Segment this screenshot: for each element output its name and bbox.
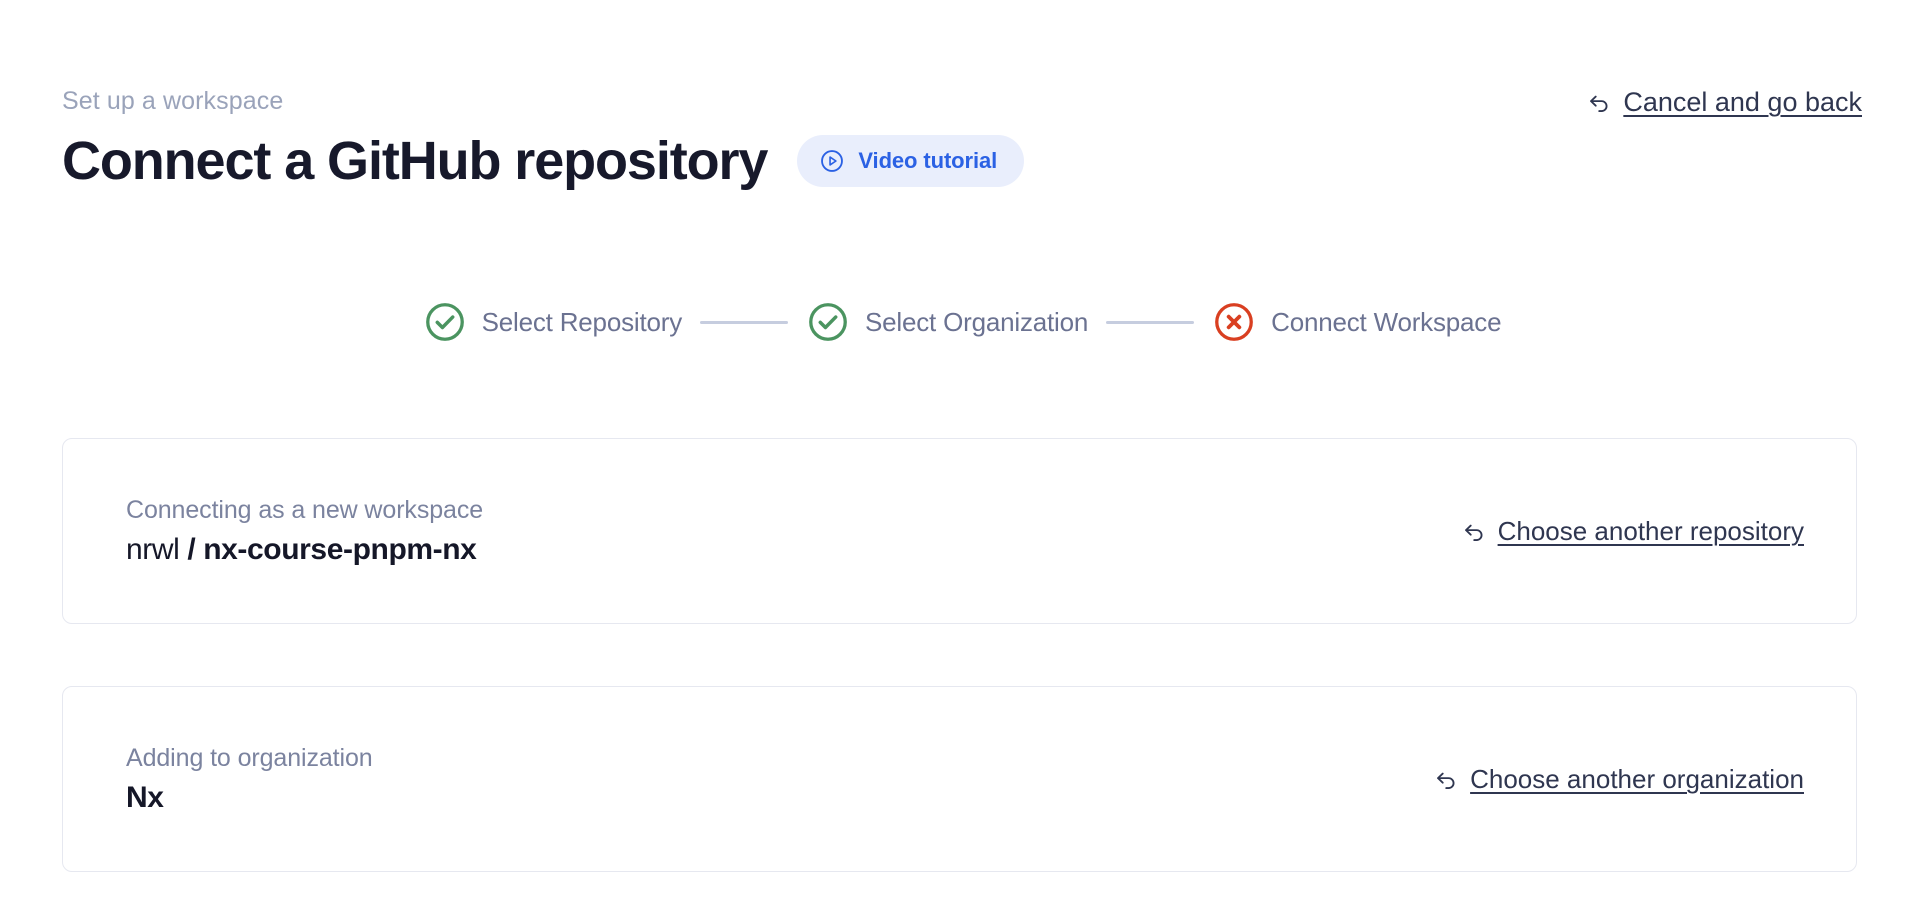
page-title: Connect a GitHub repository [62, 131, 768, 191]
choose-another-repository-link[interactable]: Choose another repository [1461, 515, 1804, 547]
repository-owner: nrwl [126, 532, 180, 566]
arrow-uturn-left-icon [1433, 766, 1459, 792]
step-select-organization[interactable]: Select Organization [806, 300, 1088, 344]
repository-card: Connecting as a new workspace nrwl / nx-… [62, 438, 1857, 624]
repository-card-value: nrwl / nx-course-pnpm-nx [126, 532, 483, 568]
cancel-and-go-back-label: Cancel and go back [1623, 87, 1862, 117]
step-label: Select Organization [865, 307, 1089, 337]
repository-card-caption: Connecting as a new workspace [126, 495, 484, 524]
step-connector [700, 320, 789, 324]
video-tutorial-button[interactable]: Video tutorial [797, 135, 1025, 187]
page-header: Set up a workspace Connect a GitHub repo… [62, 86, 1862, 192]
progress-stepper: Select Repository Select Organization Co… [0, 300, 1924, 344]
choose-another-organization-link[interactable]: Choose another organization [1433, 763, 1804, 795]
step-select-repository[interactable]: Select Repository [423, 300, 682, 344]
cancel-and-go-back-link[interactable]: Cancel and go back [1586, 86, 1862, 118]
repository-card-text: Connecting as a new workspace nrwl / nx-… [126, 495, 483, 568]
organization-card-text: Adding to organization Nx [126, 743, 373, 816]
step-connect-workspace[interactable]: Connect Workspace [1212, 300, 1502, 344]
arrow-uturn-left-icon [1586, 89, 1612, 115]
x-circle-icon [1212, 300, 1256, 344]
video-tutorial-label: Video tutorial [858, 148, 998, 173]
check-circle-icon [806, 300, 850, 344]
step-connector [1106, 320, 1195, 324]
repository-separator: / [187, 532, 196, 566]
step-label: Select Repository [481, 307, 683, 337]
choose-another-organization-label: Choose another organization [1470, 764, 1804, 794]
organization-name: Nx [126, 780, 164, 814]
choose-another-repository-label: Choose another repository [1497, 516, 1804, 546]
organization-card-caption: Adding to organization [126, 743, 373, 772]
breadcrumb-eyebrow: Set up a workspace [62, 87, 284, 115]
title-row: Connect a GitHub repository Video tutori… [62, 130, 1862, 192]
repository-name: nx-course-pnpm-nx [203, 532, 477, 566]
play-circle-icon [819, 148, 845, 174]
arrow-uturn-left-icon [1461, 518, 1487, 544]
step-label: Connect Workspace [1271, 307, 1502, 337]
organization-card: Adding to organization Nx Choose another… [62, 686, 1857, 872]
check-circle-icon [423, 300, 467, 344]
